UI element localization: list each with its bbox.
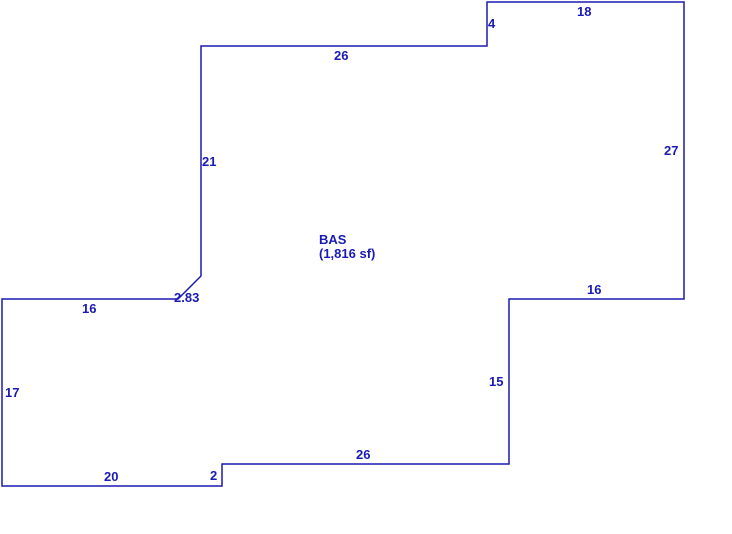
- dim-label-diagonal: 2.83: [174, 290, 199, 305]
- dim-label-top-right: 18: [577, 4, 591, 19]
- area-code-label: BAS: [319, 232, 347, 247]
- dim-label-top-left: 26: [334, 48, 348, 63]
- dim-label-right-upper: 27: [664, 143, 678, 158]
- dim-label-right-lower: 15: [489, 374, 503, 389]
- dim-label-left-lower: 17: [5, 385, 19, 400]
- dim-label-bottom-left: 20: [104, 469, 118, 484]
- dim-label-top-step: 4: [488, 16, 496, 31]
- dim-label-bottom-right: 26: [356, 447, 370, 462]
- area-size-label: (1,816 sf): [319, 246, 375, 261]
- dim-label-left-ledge: 16: [82, 301, 96, 316]
- dim-label-left-upper: 21: [202, 154, 216, 169]
- building-outline: [1, 1, 685, 487]
- dim-label-right-ledge: 16: [587, 282, 601, 297]
- dim-label-bottom-step: 2: [210, 468, 217, 483]
